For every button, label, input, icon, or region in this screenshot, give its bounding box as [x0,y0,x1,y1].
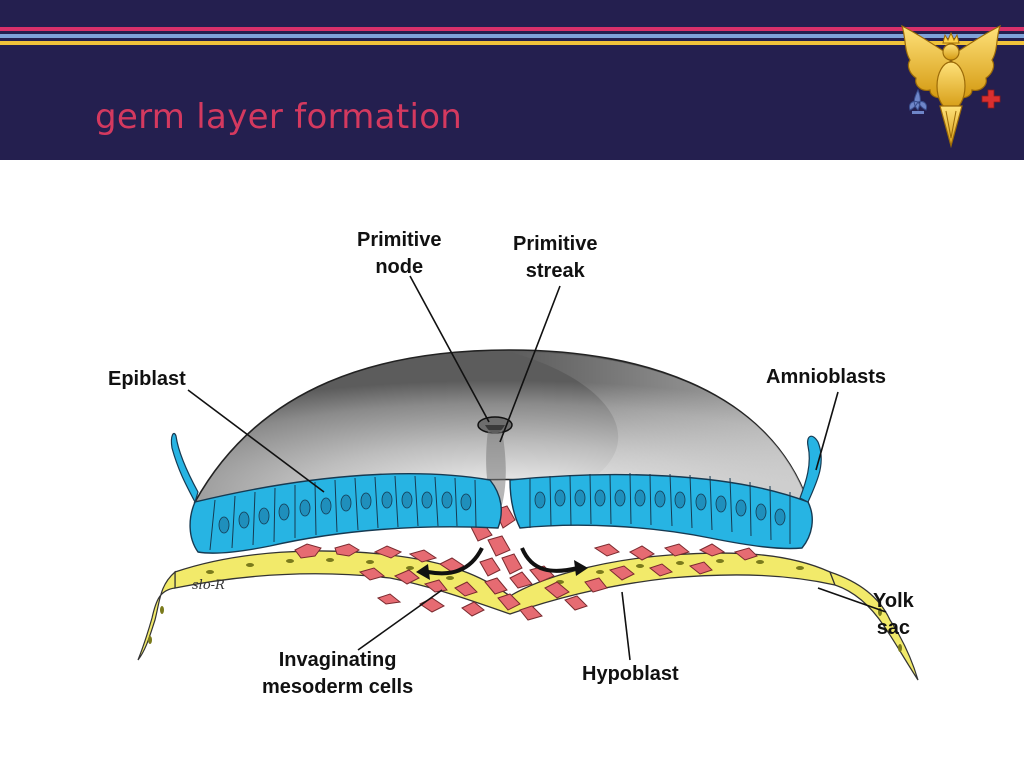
label-primitive-streak-line2: streak [525,260,585,282]
label-amnioblasts: Amnioblasts [766,366,887,388]
amnioblasts-right [799,435,822,503]
label-invaginating-line1: Invaginating [278,649,397,671]
label-invaginating-mesoderm: Invaginating mesoderm cells [262,647,413,701]
germ-layer-diagram [137,275,919,681]
artist-signature: slo-R [192,578,225,593]
label-primitive-streak: Primitive streak [513,231,597,285]
pink-stripe [0,27,1024,31]
slide-title: germ layer formation [95,97,463,137]
amnioblasts-left [170,432,199,504]
label-primitive-node-line2: node [375,256,424,278]
label-primitive-streak-line1: Primitive [513,233,598,255]
label-yolk-sac: Yolk sac [873,588,914,642]
label-yolk-sac-line1: Yolk [873,590,914,612]
gold-eagle-crest-icon [900,24,1002,148]
label-hypoblast: Hypoblast [582,663,679,685]
blue-stripe [0,34,1024,38]
epiblast-layer [189,473,502,554]
gold-stripe [0,41,1024,45]
label-invaginating-line2: mesoderm cells [262,676,414,698]
label-primitive-node-line1: Primitive [357,229,442,251]
label-epiblast: Epiblast [108,368,186,390]
header-bar [0,0,1024,160]
label-yolk-sac-line2: sac [876,617,911,639]
label-primitive-node: Primitive node [357,227,441,281]
